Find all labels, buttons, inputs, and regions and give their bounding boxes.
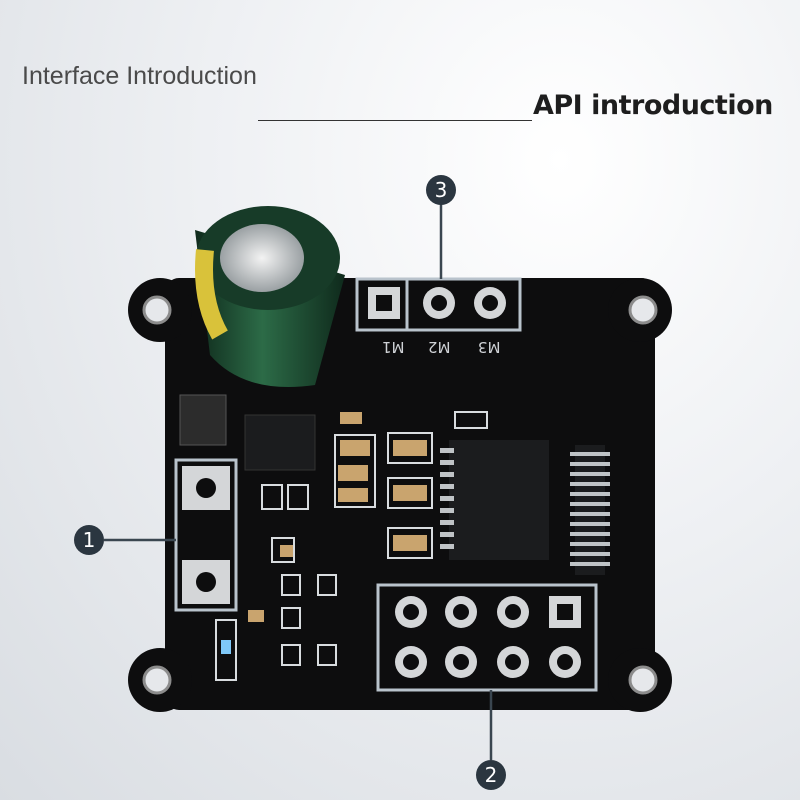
smd-components [248,412,427,622]
power-terminal [174,458,238,612]
callout-badge-3: 3 [426,175,456,205]
pin-label-m2: M2 [428,338,451,356]
subtitle-underline [258,120,532,121]
callout-lines [104,203,493,760]
pin-label-m3: M3 [478,338,501,356]
integrated-circuits [244,414,610,575]
signal-header [376,583,598,692]
pin-label-m1: M1 [382,338,405,356]
smd-outlines [215,411,488,681]
page-title: Interface Introduction [22,62,257,90]
inductor [179,394,227,446]
callout-badge-1: 1 [74,525,104,555]
motor-header [355,277,522,332]
electrolytic-capacitor [195,206,345,387]
page-subtitle: API introduction [533,90,773,121]
mounting-holes [142,295,658,695]
callout-badge-2: 2 [476,760,506,790]
status-led [221,640,231,654]
